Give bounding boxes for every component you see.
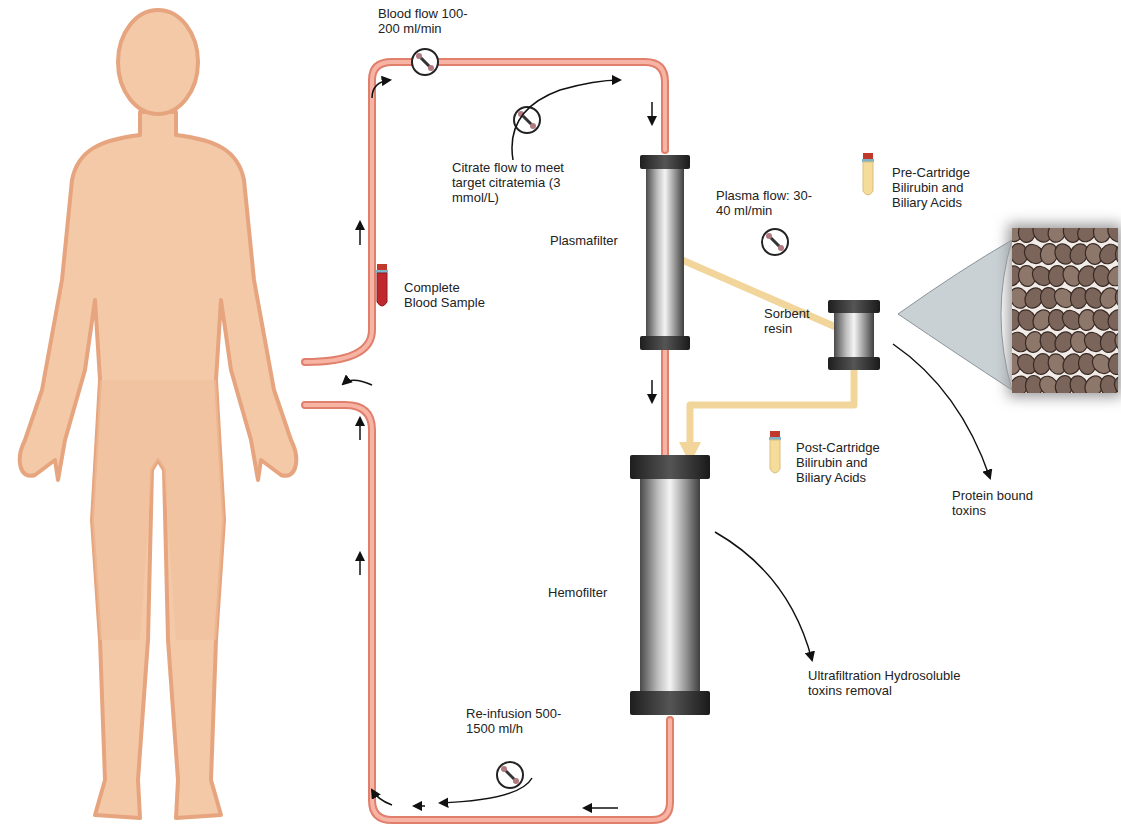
pump-symbol [762,229,788,255]
head [118,10,198,114]
filter-cartridge: Hemofilter [548,455,710,715]
cylinder-cap [640,155,690,169]
cartridge-cylinder [640,155,690,350]
cartridge-label: Hemofilter [548,585,607,600]
annotation-label: Post-Cartridge Bilirubin and Biliary Aci… [796,440,891,485]
flow-arrows [343,80,990,808]
annotation-label: Pre-Cartridge Bilirubin and Biliary Acid… [892,165,987,210]
blood-tube [663,350,667,455]
annotation-label: Ultrafiltration Hydrosoluble toxins remo… [808,668,983,698]
blood-tubing [305,62,670,820]
cylinder-cap [630,455,710,479]
blood-tube [661,350,669,455]
resin-bead [1111,373,1118,393]
resin-bead [1111,329,1118,356]
annotation-label: Complete Blood Sample [404,280,490,310]
annotation-label: Protein bound toxins [952,488,1047,518]
body-shade [92,380,224,640]
filter-cartridge: Sorbent resin [764,300,880,370]
sample-vial [769,431,781,473]
filter-cartridge: Plasmafilter [550,155,690,350]
resin-bead [1105,307,1118,333]
sample-vial [376,264,388,306]
magnify-shadow [1008,224,1121,397]
cartridge-label: Plasmafilter [550,233,618,248]
cylinder-body [640,477,700,693]
body-outline [20,112,296,818]
pump-symbol [497,762,523,788]
resin-bead [1104,228,1118,245]
cartridge-cylinder [630,455,710,715]
cylinder-body [834,311,874,359]
resin-bead [1096,240,1118,267]
sorbent-magnification [898,218,1121,399]
cylinder-cap [630,691,710,715]
annotation-label: Re-infusion 500-1500 ml/h [466,706,566,736]
annotation-label: Blood flow 100-200 ml/min [378,6,478,36]
cylinder-body [646,167,684,338]
cylinder-cap [828,300,880,313]
resin-beads [1012,228,1118,393]
flow-line [665,350,666,455]
resin-bead [1107,352,1118,375]
resin-bead [1113,286,1118,310]
cylinder-cap [828,357,880,370]
resin-bead [1104,262,1118,289]
cartridge-cylinder [828,300,880,370]
cartridge-label: Sorbent resin [764,306,826,336]
pump-symbol [412,49,438,75]
human-figure [20,10,296,818]
annotation-label: Citrate flow to meet target citratemia (… [452,160,582,205]
resin-bead [1115,243,1118,265]
sample-vial [862,153,874,195]
magnify-wedge [898,240,1012,390]
cylinder-cap [640,336,690,350]
flow-line [665,253,854,336]
flow-label: Plasma flow: 30-40 ml/min [716,188,816,218]
plasma-line [665,253,854,336]
